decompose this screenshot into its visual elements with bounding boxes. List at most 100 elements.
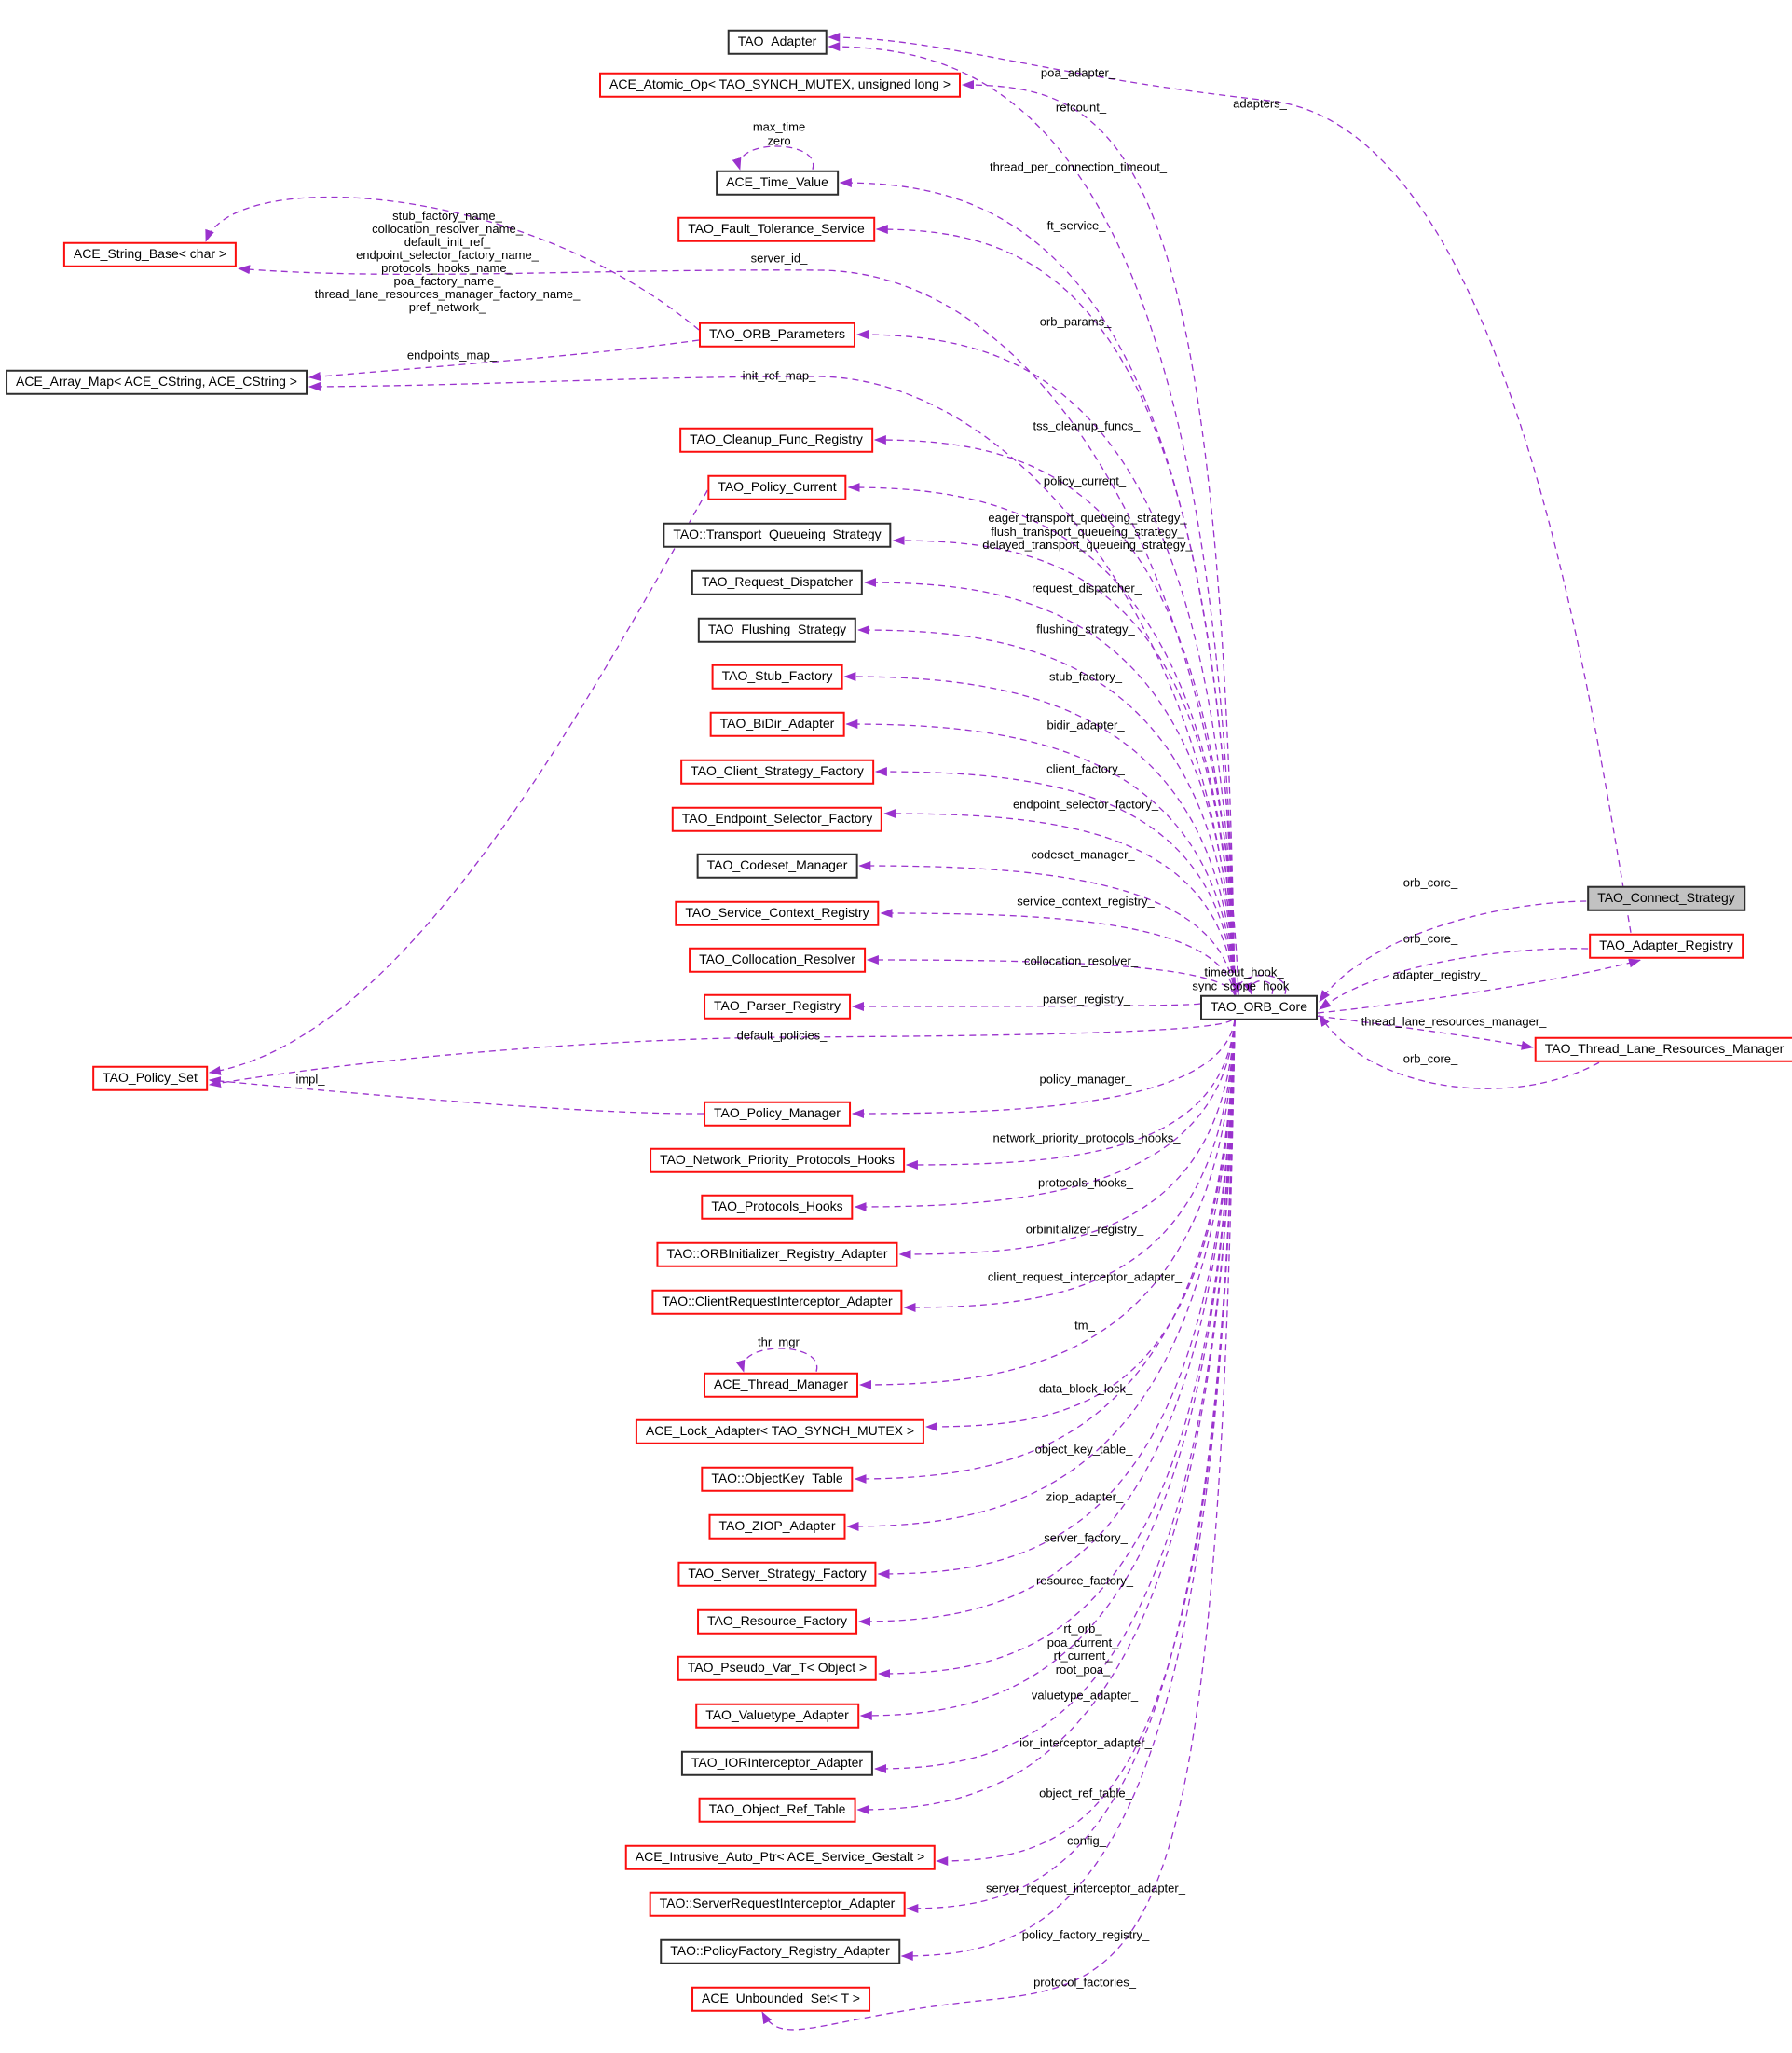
class-box-ace-time-value[interactable]: ACE_Time_Value xyxy=(716,170,839,196)
class-box-ace-array-map[interactable]: ACE_Array_Map< ACE_CString, ACE_CString … xyxy=(6,369,308,395)
class-box-tao-policyfactory-registry-adapter[interactable]: TAO::PolicyFactory_Registry_Adapter xyxy=(660,1938,900,1964)
class-box-tao-orbinitializer-registry-adapter[interactable]: TAO::ORBInitializer_Registry_Adapter xyxy=(656,1241,898,1267)
edge-tao-orb-core-to-tao-orb-core xyxy=(1243,980,1274,995)
class-box-tao-client-strategy-factory[interactable]: TAO_Client_Strategy_Factory xyxy=(680,759,874,785)
class-box-tao-collocation-resolver[interactable]: TAO_Collocation_Resolver xyxy=(689,947,866,973)
class-box-tao-server-strategy-factory[interactable]: TAO_Server_Strategy_Factory xyxy=(677,1561,877,1587)
edge-label-service-context-registry: service_context_registry_ xyxy=(1017,894,1155,909)
edge-tao-orb-core-to-tao-adapter-registry xyxy=(1317,958,1641,1014)
class-box-tao-clientrequestinterceptor-adapter[interactable]: TAO::ClientRequestInterceptor_Adapter xyxy=(651,1289,903,1315)
class-box-ace-atomic-op[interactable]: ACE_Atomic_Op< TAO_SYNCH_MUTEX, unsigned… xyxy=(599,72,961,98)
edge-label-ziop-adapter: ziop_adapter_ xyxy=(1046,1489,1124,1504)
edge-tao-orb-core-to-tao-iorinterceptor-adapter xyxy=(874,1020,1236,1773)
edge-label-object-key-table: object_key_table_ xyxy=(1034,1442,1133,1457)
edge-label-ior-interceptor-adapter: ior_interceptor_adapter_ xyxy=(1019,1735,1152,1750)
edge-tao-orb-core-to-tao-codeset-manager xyxy=(858,861,1236,995)
edge-label-thread-per-connection-timeout: thread_per_connection_timeout_ xyxy=(989,159,1168,174)
class-box-tao-stub-factory[interactable]: TAO_Stub_Factory xyxy=(711,664,843,690)
edge-label-orbinitializer-registry: orbinitializer_registry_ xyxy=(1025,1222,1144,1237)
edge-label-eager-transport-queueing-strategy: eager_transport_queueing_strategy_ flush… xyxy=(982,511,1193,553)
edge-tao-orb-core-to-tao-pseudo-var-t xyxy=(878,1020,1236,1678)
edge-tao-adapter-registry-to-tao-adapter xyxy=(828,33,1632,933)
class-box-tao-orb-core[interactable]: TAO_ORB_Core xyxy=(1200,994,1318,1020)
class-box-tao-orb-parameters[interactable]: TAO_ORB_Parameters xyxy=(698,322,856,348)
edge-label-endpoints-map: endpoints_map_ xyxy=(406,348,498,363)
edge-tao-connect-strategy-to-tao-orb-core xyxy=(1319,900,1587,1003)
edge-label-adapters: adapters_ xyxy=(1233,96,1287,111)
class-box-tao-iorinterceptor-adapter[interactable]: TAO_IORInterceptor_Adapter xyxy=(680,1750,874,1776)
class-box-tao-policy-manager[interactable]: TAO_Policy_Manager xyxy=(704,1101,851,1127)
edge-label-request-dispatcher: request_dispatcher_ xyxy=(1032,581,1142,595)
edge-tao-adapter-registry-to-tao-orb-core xyxy=(1319,948,1589,1010)
edge-ace-thread-manager-to-ace-thread-manager xyxy=(735,1348,818,1373)
edge-label-config: config_ xyxy=(1067,1833,1106,1848)
edge-tao-policy-manager-to-tao-policy-set xyxy=(208,1076,704,1115)
class-box-tao-valuetype-adapter[interactable]: TAO_Valuetype_Adapter xyxy=(695,1703,859,1729)
class-box-tao-flushing-strategy[interactable]: TAO_Flushing_Strategy xyxy=(697,617,857,643)
edge-label-thread-lane-resources-manager: thread_lane_resources_manager_ xyxy=(1361,1014,1547,1029)
class-box-tao-connect-strategy[interactable]: TAO_Connect_Strategy xyxy=(1587,885,1745,911)
edge-label-codeset-manager: codeset_manager_ xyxy=(1031,847,1135,862)
edge-tao-orb-core-to-tao-orb-core xyxy=(1231,975,1287,995)
edge-tao-orb-core-to-tao-flushing-strategy xyxy=(857,625,1236,995)
edge-label-data-block-lock: data_block_lock_ xyxy=(1038,1381,1133,1396)
class-box-tao-thread-lane-resources-manager[interactable]: TAO_Thread_Lane_Resources_Manager xyxy=(1534,1036,1792,1062)
edge-tao-orb-core-to-ace-array-map xyxy=(308,376,1237,995)
edge-label-stub-factory-name: stub_factory_name_ collocation_resolver_… xyxy=(314,208,581,315)
edge-label-max-time: max_time zero xyxy=(752,119,806,147)
class-box-tao-ziop-adapter[interactable]: TAO_ZIOP_Adapter xyxy=(708,1513,846,1540)
class-box-tao-adapter[interactable]: TAO_Adapter xyxy=(727,29,828,55)
class-box-tao-policy-current[interactable]: TAO_Policy_Current xyxy=(707,474,847,500)
edge-tao-orb-core-to-tao-collocation-resolver xyxy=(866,955,1236,996)
class-box-tao-serverrequestinterceptor-adapter[interactable]: TAO::ServerRequestInterceptor_Adapter xyxy=(649,1891,906,1917)
edge-label-parser-registry: parser_registry_ xyxy=(1043,992,1130,1006)
class-box-tao-resource-factory[interactable]: TAO_Resource_Factory xyxy=(697,1608,857,1635)
class-box-tao-object-ref-table[interactable]: TAO_Object_Ref_Table xyxy=(698,1797,856,1823)
edge-tao-orb-core-to-ace-atomic-op xyxy=(961,80,1236,995)
class-box-ace-thread-manager[interactable]: ACE_Thread_Manager xyxy=(704,1372,858,1398)
edge-tao-orb-core-to-tao-endpoint-selector-factory xyxy=(883,809,1236,995)
class-box-tao-protocols-hooks[interactable]: TAO_Protocols_Hooks xyxy=(701,1194,854,1220)
edge-tao-orb-core-to-tao-parser-registry xyxy=(851,1001,1201,1011)
edge-tao-orb-core-to-tao-fault-tolerance-service xyxy=(875,225,1236,995)
class-box-tao-cleanup-func-registry[interactable]: TAO_Cleanup_Func_Registry xyxy=(679,427,873,453)
class-box-ace-string-base[interactable]: ACE_String_Base< char > xyxy=(62,241,238,267)
class-box-tao-service-context-registry[interactable]: TAO_Service_Context_Registry xyxy=(675,900,880,926)
edge-tao-orb-core-to-ace-string-base xyxy=(238,265,1239,995)
edge-tao-policy-current-to-tao-policy-set xyxy=(208,489,708,1075)
class-box-ace-intrusive-auto-ptr[interactable]: ACE_Intrusive_Auto_Ptr< ACE_Service_Gest… xyxy=(624,1844,936,1870)
edge-label-ft-service: ft_service_ xyxy=(1046,218,1106,233)
edge-tao-orb-core-to-tao-orbinitializer-registry-adapter xyxy=(898,1020,1236,1259)
class-box-tao-adapter-registry[interactable]: TAO_Adapter_Registry xyxy=(1589,933,1744,959)
edge-label-client-factory: client_factory_ xyxy=(1046,761,1125,776)
class-box-tao-fault-tolerance-service[interactable]: TAO_Fault_Tolerance_Service xyxy=(677,216,875,242)
edge-label-rt-orb: rt_orb_ poa_current_ rt_current_ root_po… xyxy=(1046,1621,1119,1677)
class-box-ace-unbounded-set[interactable]: ACE_Unbounded_Set< T > xyxy=(691,1986,870,2012)
edge-tao-orb-core-to-tao-policy-current xyxy=(847,483,1236,995)
edge-label-policy-manager: policy_manager_ xyxy=(1039,1072,1132,1087)
class-box-tao-pseudo-var-t[interactable]: TAO_Pseudo_Var_T< Object > xyxy=(677,1655,878,1681)
class-box-tao-objectkey-table[interactable]: TAO::ObjectKey_Table xyxy=(701,1466,854,1492)
edge-ace-time-value-to-ace-time-value xyxy=(732,145,814,171)
class-box-tao-codeset-manager[interactable]: TAO_Codeset_Manager xyxy=(696,853,858,879)
class-box-tao-network-priority-protocols-hooks[interactable]: TAO_Network_Priority_Protocols_Hooks xyxy=(650,1147,905,1173)
class-box-tao-transport-queueing-strategy[interactable]: TAO::Transport_Queueing_Strategy xyxy=(663,522,892,548)
edge-label-collocation-resolver: collocation_resolver_ xyxy=(1023,953,1139,968)
edge-tao-orb-core-to-tao-valuetype-adapter xyxy=(859,1020,1236,1720)
class-box-tao-endpoint-selector-factory[interactable]: TAO_Endpoint_Selector_Factory xyxy=(671,806,883,832)
edge-label-endpoint-selector-factory: endpoint_selector_factory_ xyxy=(1012,797,1159,812)
edge-label-init-ref-map: init_ref_map_ xyxy=(742,368,816,383)
edge-label-resource-factory: resource_factory_ xyxy=(1035,1573,1134,1588)
edge-tao-thread-lane-resources-manager-to-tao-orb-core xyxy=(1319,1014,1600,1089)
class-box-ace-lock-adapter[interactable]: ACE_Lock_Adapter< TAO_SYNCH_MUTEX > xyxy=(635,1418,925,1444)
class-box-tao-parser-registry[interactable]: TAO_Parser_Registry xyxy=(704,993,851,1020)
edge-label-policy-current: policy_current_ xyxy=(1043,473,1127,488)
edge-label-network-priority-protocols-hooks: network_priority_protocols_hooks_ xyxy=(992,1130,1181,1145)
class-box-tao-policy-set[interactable]: TAO_Policy_Set xyxy=(92,1065,208,1091)
class-box-tao-request-dispatcher[interactable]: TAO_Request_Dispatcher xyxy=(691,569,864,595)
edge-tao-orb-core-to-ace-thread-manager xyxy=(858,1020,1236,1389)
edge-tao-orb-core-to-tao-policy-set xyxy=(208,1019,1233,1088)
class-box-tao-bidir-adapter[interactable]: TAO_BiDir_Adapter xyxy=(709,711,845,737)
edge-label-tm: tm_ xyxy=(1074,1318,1095,1333)
